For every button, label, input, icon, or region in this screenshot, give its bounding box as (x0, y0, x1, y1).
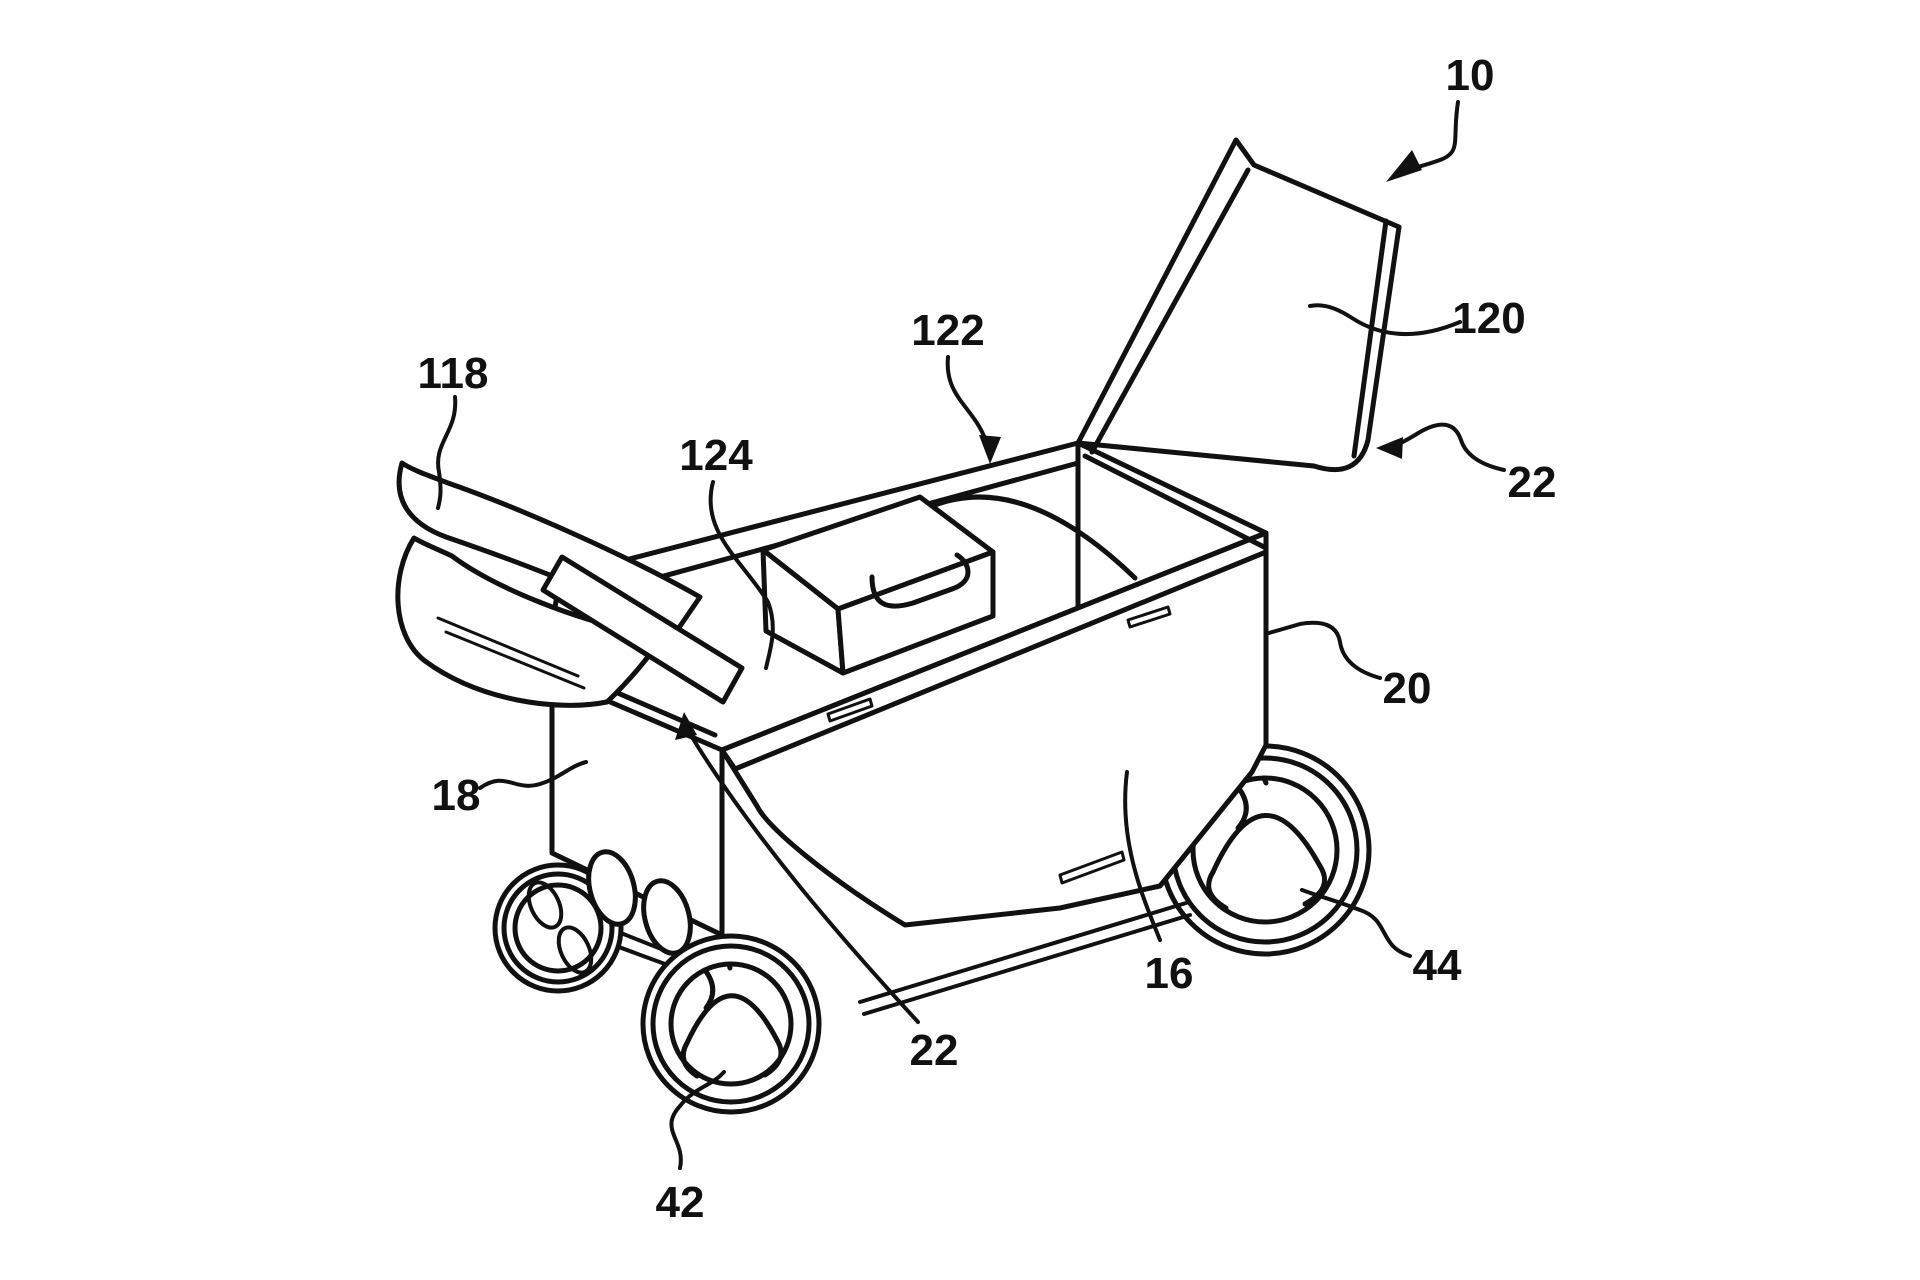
arrowhead-10 (1386, 150, 1422, 182)
callout-20: 20 (1383, 664, 1432, 713)
tray-scoop (395, 535, 665, 708)
arrowhead-22-right (1376, 437, 1403, 459)
callout-120: 120 (1452, 294, 1525, 343)
arrowhead-122 (979, 435, 1001, 464)
lid (1075, 137, 1402, 473)
callout-122: 122 (911, 306, 984, 355)
callout-16: 16 (1145, 949, 1194, 998)
callout-labels: 10 118 122 124 120 22 20 18 16 44 42 22 (418, 51, 1557, 1227)
callout-18: 18 (432, 771, 481, 820)
storage-box (760, 494, 996, 676)
lid-panel (1075, 137, 1402, 473)
front-side-wall (719, 530, 1269, 928)
front-wheel (640, 933, 822, 1115)
callout-118: 118 (418, 349, 489, 398)
back-rim-edge (557, 440, 1081, 580)
handle-tray (395, 460, 745, 708)
front-left-wheel (492, 849, 693, 994)
callout-22-right: 22 (1508, 458, 1557, 507)
callout-leaders (436, 100, 1506, 1170)
callout-10: 10 (1446, 51, 1495, 100)
callout-44: 44 (1413, 941, 1462, 990)
tray-strip (540, 554, 745, 705)
arrowhead-22-bottom (675, 712, 697, 740)
box-handle-recess (869, 552, 971, 609)
callout-124: 124 (679, 431, 753, 480)
rim-band-right (1082, 453, 1269, 551)
callout-42: 42 (656, 1178, 705, 1227)
callout-22-bottom: 22 (910, 1026, 959, 1075)
